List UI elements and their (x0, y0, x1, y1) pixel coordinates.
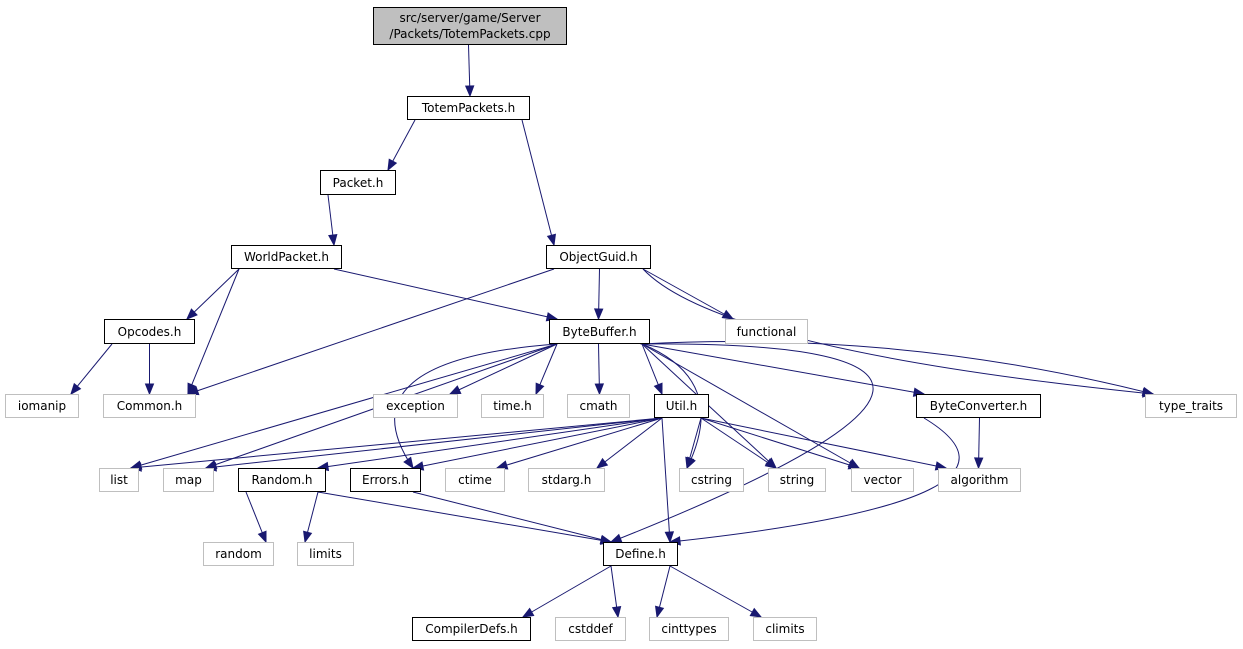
edge-objectguid_h-to-functional (642, 268, 734, 320)
node-limits: limits (297, 542, 354, 566)
edge-util_h-to-define_h (661, 417, 671, 543)
edge-util_h-to-stdarg_h (596, 417, 663, 469)
arrowhead-icon (749, 607, 763, 618)
edge-util_h-to-algorithm (700, 417, 947, 469)
arrowhead-icon (764, 458, 778, 469)
arrowhead-icon (521, 607, 535, 618)
arrowhead-icon (403, 456, 414, 470)
node-string: string (768, 468, 826, 492)
node-climits: climits (753, 617, 817, 641)
arrowhead-icon (328, 234, 338, 247)
node-vector: vector (851, 468, 914, 492)
node-util-h[interactable]: Util.h (654, 394, 709, 418)
node-compilerdefs-h[interactable]: CompilerDefs.h (412, 617, 531, 641)
node-cstddef: cstddef (555, 617, 626, 641)
node-packet-h[interactable]: Packet.h (320, 170, 396, 195)
edge-util_h-to-errors_h (412, 417, 663, 469)
node-ctime: ctime (445, 468, 505, 492)
edge-worldpacket_h-to-opcodes_h (186, 268, 240, 320)
arrowhead-icon (187, 382, 197, 396)
node-list: list (99, 468, 139, 492)
arrowhead-icon (70, 382, 82, 396)
node-objectguid-h[interactable]: ObjectGuid.h (546, 245, 651, 269)
node-random-h[interactable]: Random.h (238, 468, 326, 492)
edge-bytebuffer_h-to-type_traits (641, 340, 1154, 395)
arrowhead-icon (653, 382, 663, 396)
node-cstring: cstring (679, 468, 744, 492)
node-errors-h[interactable]: Errors.h (350, 468, 421, 492)
edge-objectguid_h-to-type_traits (642, 268, 1154, 395)
node-type-traits: type_traits (1145, 394, 1237, 418)
arrowhead-icon (594, 383, 605, 396)
arrowhead-icon (685, 456, 695, 470)
edge-worldpacket_h-to-bytebuffer_h (333, 268, 558, 320)
edge-define_h-to-climits (669, 565, 762, 618)
edge-bytebuffer_h-to-exception (449, 343, 558, 395)
arrowhead-icon (595, 457, 609, 469)
node-random: random (203, 542, 274, 566)
edge-random_h-to-define_h (317, 491, 612, 543)
edge-errors_h-to-define_h (412, 491, 612, 543)
edge-util_h-to-random_h (317, 417, 663, 469)
node-time-h: time.h (481, 394, 544, 418)
node-opcodes-h[interactable]: Opcodes.h (104, 319, 195, 344)
edge-define_h-to-compilerdefs_h (522, 565, 612, 618)
arrowhead-icon (593, 308, 604, 321)
node-exception: exception (373, 394, 458, 418)
edge-bytebuffer_h-to-cstring (641, 343, 702, 469)
arrowhead-icon (611, 605, 622, 619)
node-worldpacket-h[interactable]: WorldPacket.h (231, 245, 342, 269)
edge-bytebuffer_h-to-string (641, 343, 777, 469)
node-cmath: cmath (567, 394, 630, 418)
node-define-h[interactable]: Define.h (603, 542, 678, 566)
edge-util_h-to-ctime (496, 417, 663, 469)
edge-objectguid_h-to-common_h (187, 268, 555, 395)
node-totempackets-h[interactable]: TotemPackets.h (407, 96, 530, 120)
edge-bytebuffer_h-to-list (130, 343, 558, 469)
node-functional: functional (725, 319, 808, 344)
arrowhead-icon (535, 382, 545, 396)
arrowhead-icon (973, 457, 984, 470)
edge-util_h-to-map (205, 417, 663, 469)
node-byteconverter-h[interactable]: ByteConverter.h (916, 394, 1041, 418)
edge-totempackets_h-to-objectguid_h (521, 119, 555, 246)
node-root[interactable]: src/server/game/Server /Packets/TotemPac… (373, 7, 567, 45)
arrowhead-icon (721, 309, 735, 320)
edge-bytebuffer_h-to-vector (641, 343, 860, 469)
edge-util_h-to-list (130, 417, 663, 469)
arrowhead-icon (464, 85, 475, 98)
edge-byteconverter_h-to-define_h (669, 417, 960, 543)
edge-worldpacket_h-to-common_h (187, 268, 240, 395)
edge-bytebuffer_h-to-byteconverter_h (641, 343, 925, 395)
arrowhead-icon (664, 531, 675, 544)
arrowhead-icon (655, 605, 665, 619)
edge-bytebuffer_h-to-define_h (610, 343, 874, 543)
edge-util_h-to-vector (700, 417, 860, 469)
node-map: map (163, 468, 214, 492)
arrowhead-icon (609, 533, 623, 543)
node-bytebuffer-h[interactable]: ByteBuffer.h (549, 319, 650, 344)
arrowhead-icon (144, 383, 155, 396)
edge-opcodes_h-to-iomanip (70, 343, 113, 395)
node-common-h: Common.h (103, 394, 196, 418)
arrowhead-icon (448, 385, 462, 395)
edge-util_h-to-string (700, 417, 777, 469)
arrowhead-icon (546, 233, 556, 247)
edge-bytebuffer_h-to-errors_h (394, 343, 558, 469)
arrowhead-icon (257, 530, 267, 544)
node-stdarg-h: stdarg.h (528, 468, 605, 492)
node-cinttypes: cinttypes (649, 617, 729, 641)
arrowhead-icon (303, 530, 313, 544)
arrowhead-icon (387, 158, 398, 172)
arrowhead-icon (186, 308, 198, 320)
node-algorithm: algorithm (938, 468, 1021, 492)
node-iomanip: iomanip (5, 394, 79, 418)
